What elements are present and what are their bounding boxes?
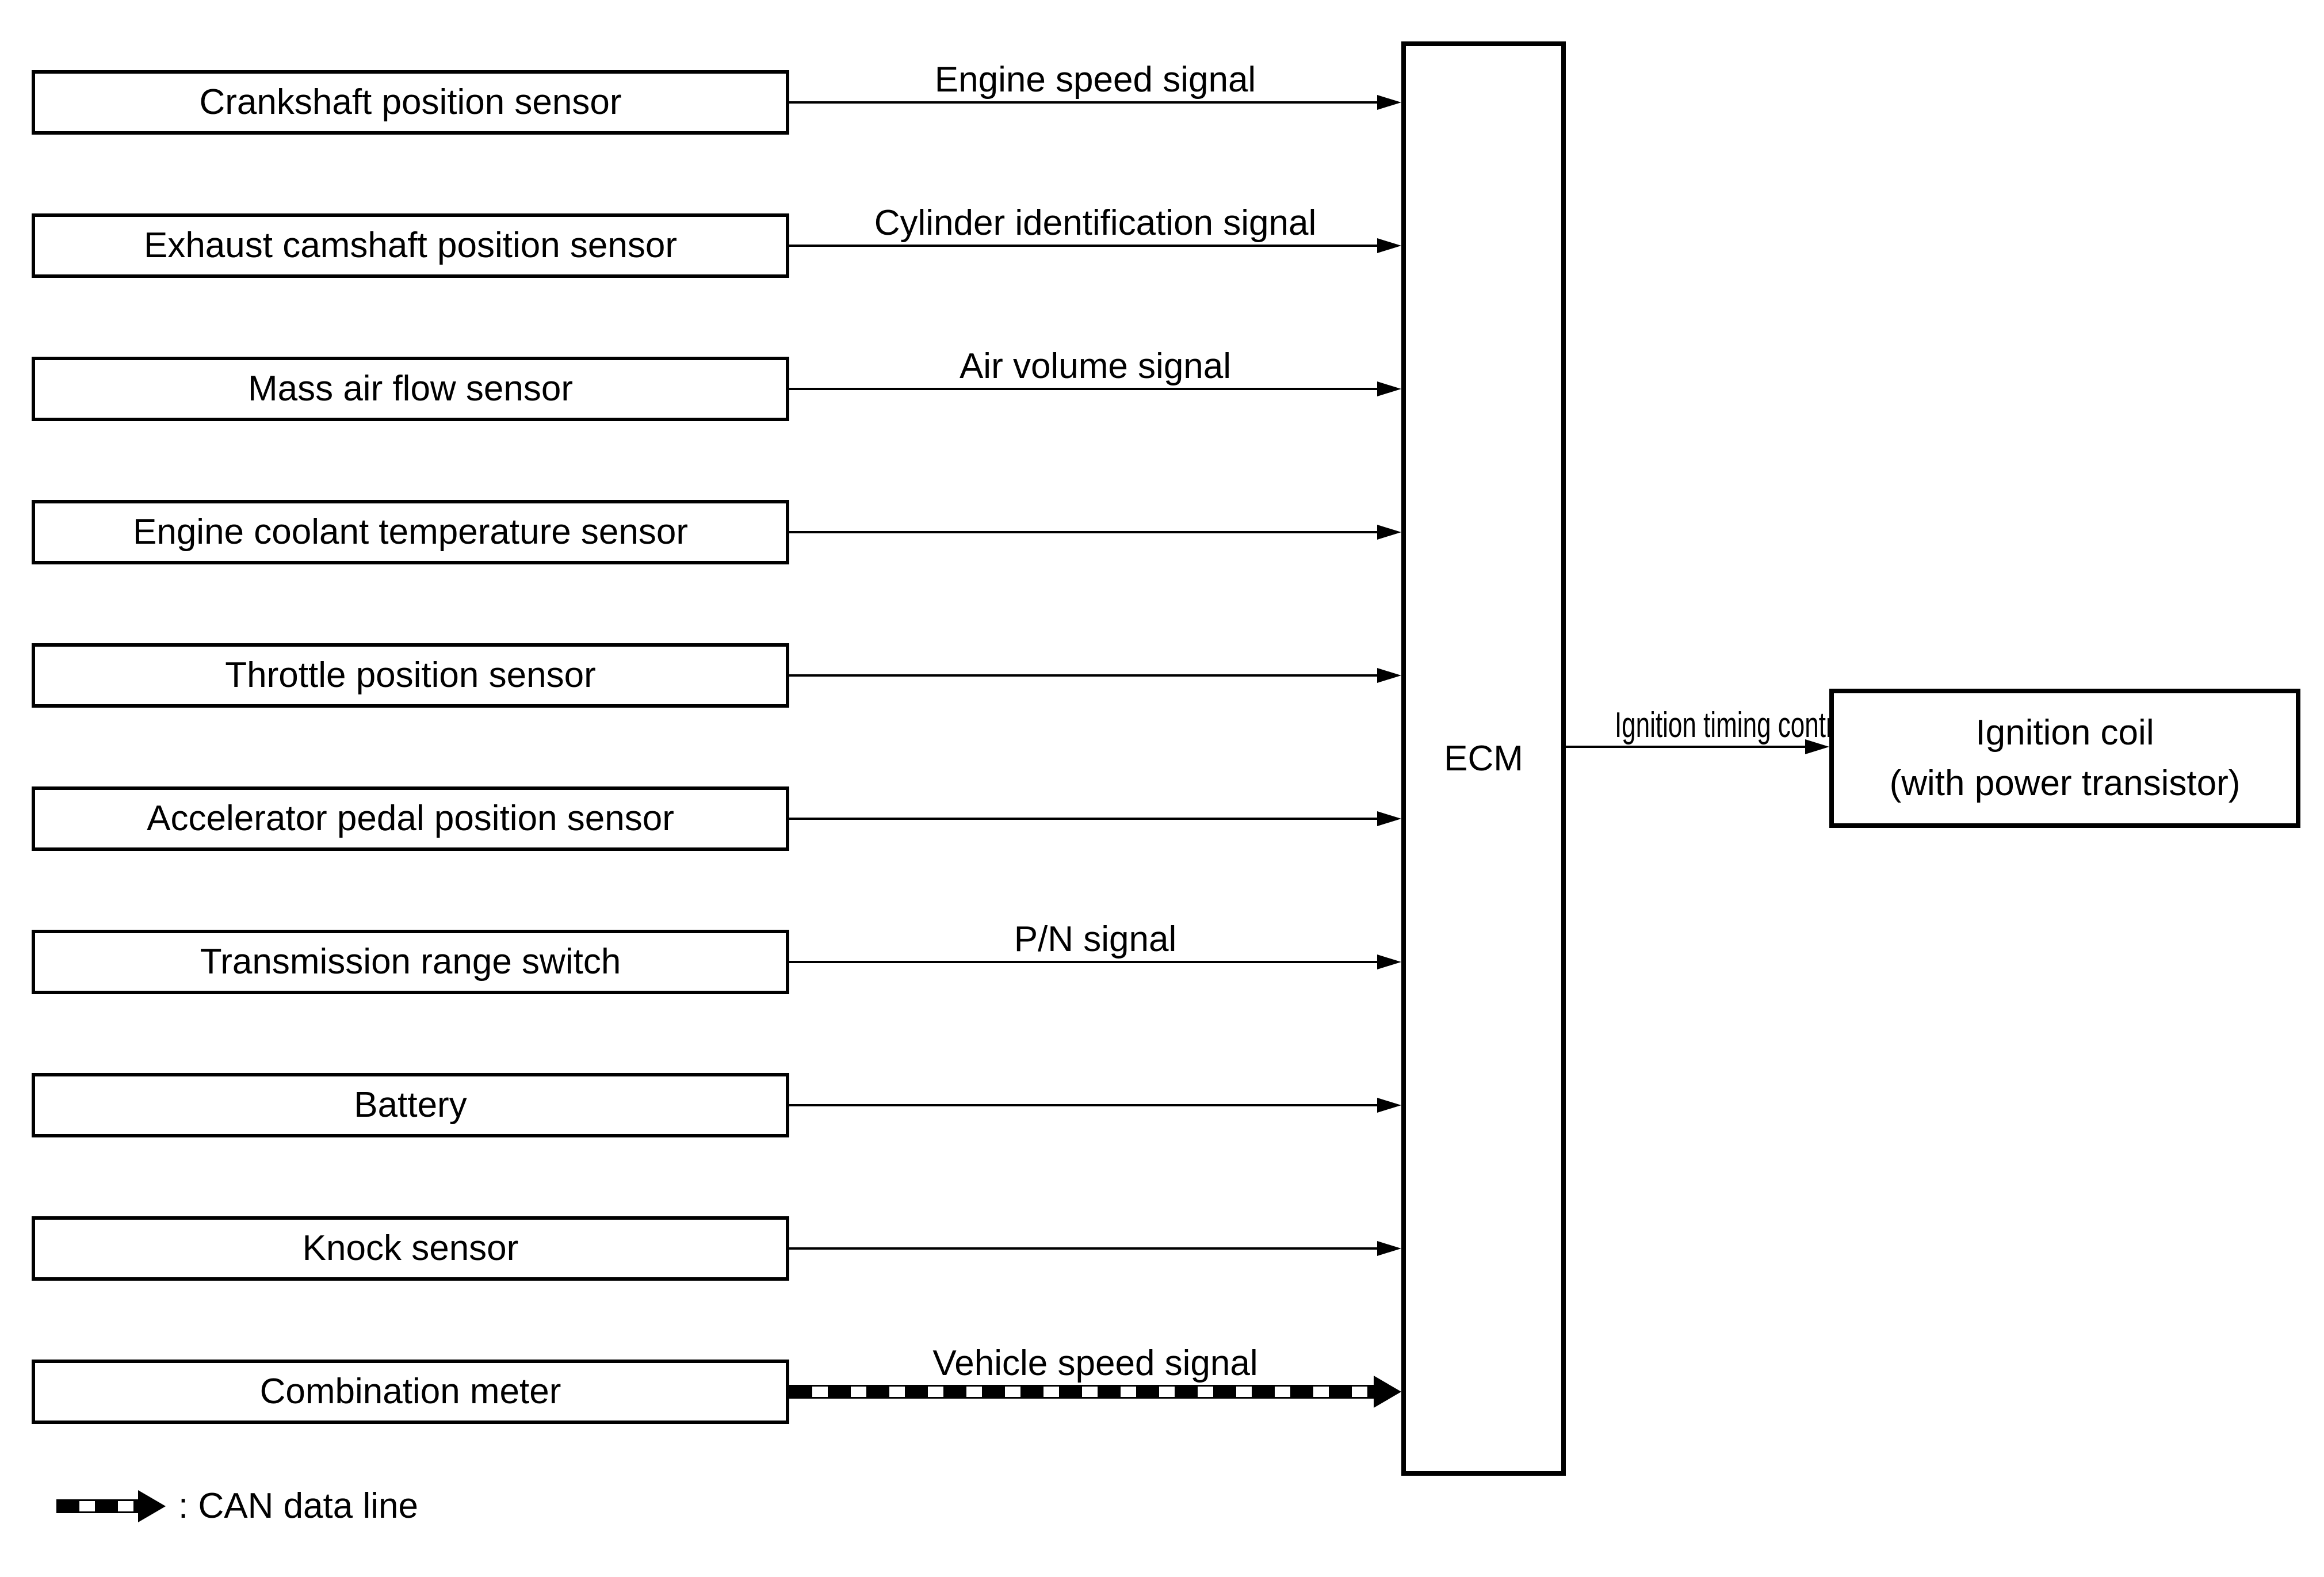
sensor-box-label: Battery: [354, 1085, 467, 1125]
signal-label: Ignition timing control: [1614, 705, 1854, 745]
arrowhead-icon: [1377, 381, 1401, 396]
sensor-box-label: Throttle position sensor: [225, 655, 596, 695]
sensor-box-label: Mass air flow sensor: [247, 369, 574, 408]
sensor-box-crankshaft: Crankshaft position sensor: [32, 70, 789, 135]
sensor-box-battery: Battery: [32, 1073, 789, 1137]
sensor-box-combination-meter: Combination meter: [32, 1360, 789, 1424]
sensor-box-accelerator-pedal: Accelerator pedal position sensor: [32, 786, 789, 851]
sensor-box-label: Accelerator pedal position sensor: [147, 799, 674, 838]
signal-arrow-coolant-temp: [789, 525, 1401, 540]
sensor-box-exhaust-camshaft: Exhaust camshaft position sensor: [32, 213, 789, 278]
arrowhead-icon: [1377, 1241, 1401, 1256]
legend: : CAN data line: [56, 1488, 418, 1525]
can-line-icon: [56, 1499, 138, 1513]
legend-label: : CAN data line: [178, 1486, 418, 1526]
arrowhead-icon: [1377, 525, 1401, 540]
arrow-line: [789, 101, 1379, 104]
signal-label: Air volume signal: [959, 346, 1232, 386]
ignition-coil-label-line2: (with power transistor): [1889, 763, 2241, 803]
signal-label: Engine speed signal: [934, 60, 1256, 100]
arrow-line: [789, 531, 1379, 533]
signal-arrow-air-volume: Air volume signal: [789, 349, 1401, 396]
sensor-box-label: Engine coolant temperature sensor: [132, 512, 689, 552]
sensor-box-transmission-range: Transmission range switch: [32, 930, 789, 994]
arrow-line: [789, 674, 1379, 677]
ecm-box: ECM: [1401, 41, 1566, 1476]
signal-arrow-cylinder-id: Cylinder identification signal: [789, 205, 1401, 253]
signal-arrow-vehicle-speed-can: Vehicle speed signal: [789, 1346, 1401, 1408]
can-data-line: [789, 1385, 1376, 1399]
arrowhead-icon: [1377, 1098, 1401, 1113]
sensor-box-label: Combination meter: [259, 1372, 561, 1411]
sensor-box-knock: Knock sensor: [32, 1216, 789, 1281]
sensor-box-label: Transmission range switch: [200, 942, 621, 982]
signal-arrow-accelerator-pedal: [789, 811, 1401, 826]
sensor-box-label: Crankshaft position sensor: [199, 82, 622, 122]
signal-label: Cylinder identification signal: [874, 203, 1317, 243]
signal-arrow-knock: [789, 1241, 1401, 1256]
arrowhead-icon: [1377, 95, 1401, 110]
arrowhead-icon: [1377, 954, 1401, 969]
signal-label: Vehicle speed signal: [932, 1343, 1258, 1383]
arrow-line: [789, 388, 1379, 390]
arrow-line: [789, 1104, 1379, 1106]
sensor-box-label: Knock sensor: [302, 1228, 519, 1268]
sensor-box-mass-air-flow: Mass air flow sensor: [32, 357, 789, 421]
signal-arrow-pn-signal: P/N signal: [789, 922, 1401, 969]
signal-label: P/N signal: [1014, 919, 1177, 959]
arrow-line: [789, 245, 1379, 247]
arrow-line: [1566, 746, 1807, 748]
ecm-label: ECM: [1444, 738, 1523, 778]
ignition-coil-label-line1: Ignition coil: [1975, 713, 2154, 753]
arrowhead-icon: [1374, 1376, 1401, 1408]
sensor-box-coolant-temp: Engine coolant temperature sensor: [32, 500, 789, 564]
arrowhead-icon: [1805, 739, 1829, 754]
signal-arrow-ignition-timing: Ignition timing control: [1566, 708, 1854, 754]
ignition-coil-box: Ignition coil (with power transistor): [1829, 689, 2300, 828]
arrow-line: [789, 1247, 1379, 1250]
arrowhead-icon: [1377, 238, 1401, 253]
sensor-box-throttle-position: Throttle position sensor: [32, 643, 789, 708]
arrow-line: [789, 818, 1379, 820]
sensor-box-label: Exhaust camshaft position sensor: [143, 226, 678, 265]
signal-arrow-throttle-position: [789, 668, 1401, 683]
signal-arrow-battery: [789, 1098, 1401, 1113]
arrowhead-icon: [138, 1490, 166, 1522]
arrowhead-icon: [1377, 668, 1401, 683]
arrowhead-icon: [1377, 811, 1401, 826]
signal-arrow-engine-speed: Engine speed signal: [789, 62, 1401, 110]
arrow-line: [789, 961, 1379, 963]
